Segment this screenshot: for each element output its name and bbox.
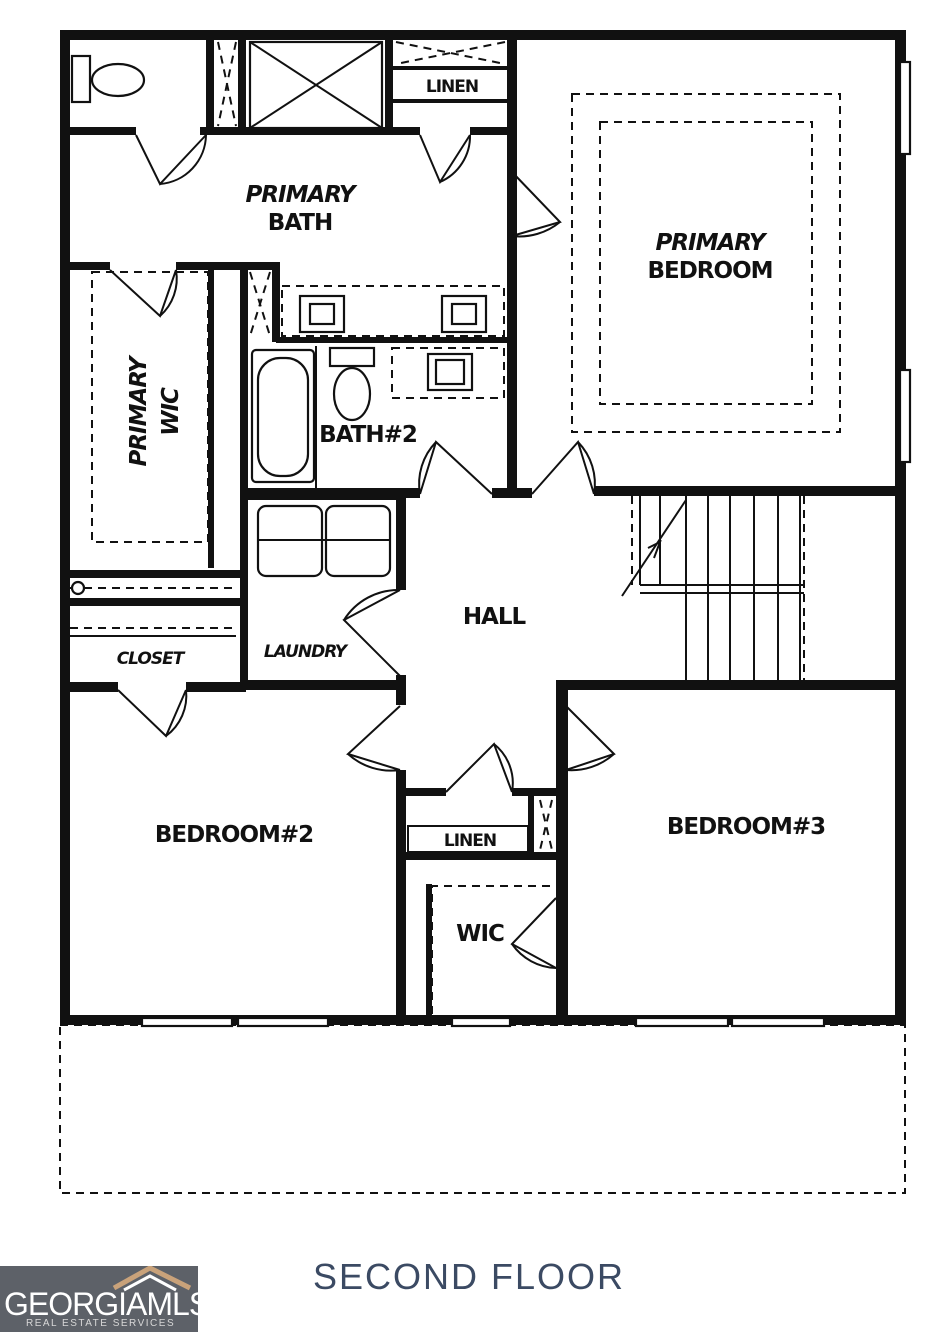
label-linen-top: LINEN xyxy=(426,77,478,97)
label-bedroom3: BEDROOM#3 xyxy=(667,814,825,840)
label-primary-bedroom-1: PRIMARY xyxy=(655,230,767,256)
label-laundry: LAUNDRY xyxy=(264,642,349,662)
label-closet: CLOSET xyxy=(117,649,186,669)
label-primary-bath-1: PRIMARY xyxy=(245,182,357,208)
floor-caption: SECOND FLOOR xyxy=(313,1256,626,1297)
label-bath2: BATH#2 xyxy=(319,422,417,448)
label-primary-wic-2: WIC xyxy=(158,387,184,436)
label-primary-wic-1: PRIMARY xyxy=(126,354,152,466)
label-hall: HALL xyxy=(463,604,527,630)
fixtures xyxy=(70,40,912,1028)
logo-tagline: REAL ESTATE SERVICES xyxy=(26,1318,176,1329)
logo-brand: GEORGIAMLS xyxy=(4,1286,210,1322)
porch-outline xyxy=(59,1024,906,1194)
label-primary-bedroom-2: BEDROOM xyxy=(647,258,772,284)
door-swings xyxy=(109,134,616,969)
mls-logo: GEORGIAMLS REAL ESTATE SERVICES xyxy=(0,1266,210,1332)
interior-walls xyxy=(64,36,900,1025)
roof-logo-icon xyxy=(112,1266,192,1292)
label-primary-bath-2: BATH xyxy=(268,210,332,236)
label-linen-mid: LINEN xyxy=(444,831,496,851)
label-wic: WIC xyxy=(456,921,504,947)
staircase xyxy=(621,496,805,680)
exterior-walls xyxy=(60,30,906,1025)
label-bedroom2: BEDROOM#2 xyxy=(155,822,313,848)
room-labels: PRIMARY BATH PRIMARY BEDROOM PRIMARY WIC… xyxy=(117,77,826,947)
